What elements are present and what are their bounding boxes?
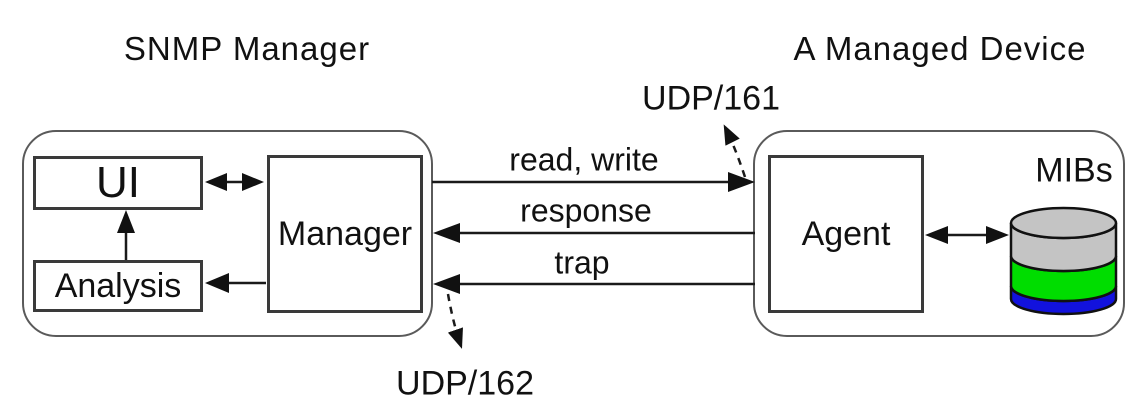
ui-box: UI xyxy=(33,156,203,210)
ui-box-label: UI xyxy=(96,158,140,207)
analysis-box-label: Analysis xyxy=(54,266,182,305)
udp161-dashed-arrow xyxy=(723,124,747,178)
agent-box-label: Agent xyxy=(801,214,891,253)
response-message-label: response xyxy=(520,192,652,229)
trap-arrowhead-icon xyxy=(433,274,460,294)
udp-162-label: UDP/162 xyxy=(396,364,534,403)
trap-message-label: trap xyxy=(554,244,610,281)
udp-161-label: UDP/161 xyxy=(642,79,780,118)
snmp-manager-group xyxy=(22,130,433,337)
udp162-dashed-arrow xyxy=(446,293,463,349)
manager-box: Manager xyxy=(267,155,423,313)
response-arrowhead-icon xyxy=(433,223,460,243)
analysis-box: Analysis xyxy=(33,260,203,312)
read-write-message-label: read, write xyxy=(509,141,659,178)
manager-box-label: Manager xyxy=(277,214,413,253)
managed-device-title: A Managed Device xyxy=(793,30,1087,67)
read-write-arrowhead-icon xyxy=(728,172,755,192)
mibs-label: MIBs xyxy=(1035,151,1113,190)
agent-box: Agent xyxy=(768,155,924,313)
snmp-manager-title: SNMP Manager xyxy=(123,30,371,67)
